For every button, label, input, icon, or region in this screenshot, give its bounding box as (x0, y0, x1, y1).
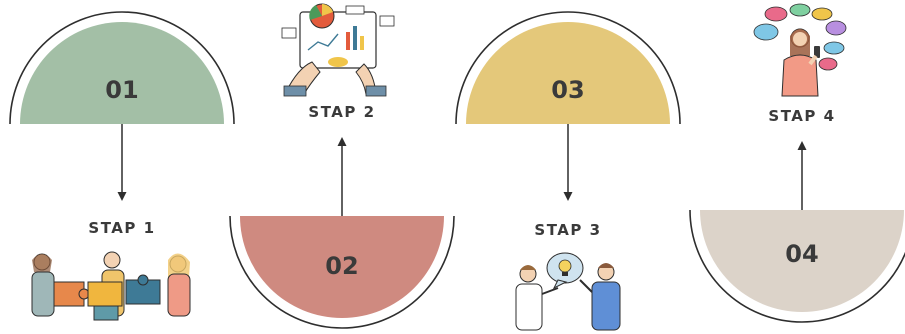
step-4-fill (700, 210, 904, 312)
step-2-number: 02 (325, 252, 358, 280)
step-3-semicircle: 03 (455, 11, 681, 125)
step-3-arrow (563, 124, 573, 201)
step-3-label: STAP 3 (534, 221, 602, 239)
step-2-label: STAP 2 (308, 103, 376, 121)
step-4-number: 04 (785, 240, 818, 268)
step-1-arrow (117, 124, 127, 201)
step-4-label: STAP 4 (768, 107, 836, 125)
step-1-semicircle: 01 (9, 11, 235, 125)
social-chat-icon (753, 3, 847, 97)
data-analysis-icon (281, 3, 395, 97)
step-1-label: STAP 1 (88, 219, 156, 237)
step-2-semicircle: 02 (229, 215, 455, 329)
idea-discussion-icon (515, 252, 621, 331)
step-4-arrow (797, 141, 807, 210)
step-2-fill (240, 216, 444, 318)
step-1-number: 01 (105, 76, 138, 104)
step-3-number: 03 (551, 76, 584, 104)
step-2-arrow (337, 137, 347, 216)
step-4-semicircle: 04 (689, 209, 905, 323)
puzzle-team-icon (31, 251, 191, 321)
step-3-fill (466, 22, 670, 124)
step-1-fill (20, 22, 224, 124)
